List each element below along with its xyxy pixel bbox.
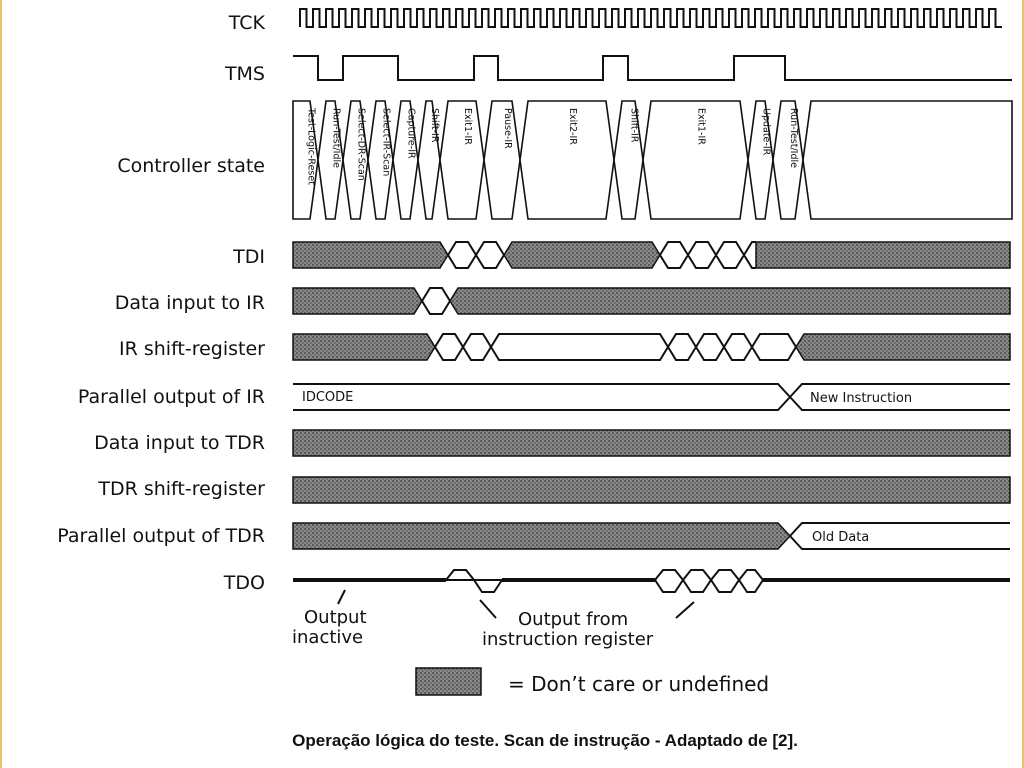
tdi-undefined-2 (503, 241, 661, 269)
ir-output-idcode: IDCODE (302, 390, 353, 405)
state-label: Pause-IR (502, 108, 513, 149)
label-data-input-ir: Data input to IR (115, 292, 265, 314)
ir-shift-undefined-1 (292, 333, 436, 361)
controller-state-bus: Test-Logic-Reset Run-Test/Idle Select-DR-S… (292, 100, 1013, 220)
state-label: Select-IR-Scan (381, 108, 392, 176)
label-tdo: TDO (223, 572, 265, 594)
tdi-undefined-3 (755, 241, 1011, 269)
label-tdi: TDI (232, 246, 265, 268)
tdo-annotations: Output inactive Output from instruction … (292, 589, 695, 650)
tdr-input-undefined (292, 429, 1011, 457)
state-label: Capture-IR (406, 108, 417, 159)
figure-caption: Operação lógica do teste. Scan de instru… (292, 731, 798, 750)
ir-output-new-instruction: New Instruction (810, 391, 912, 406)
label-ir-shift-register: IR shift-register (119, 338, 265, 360)
ir-input-undefined-1 (292, 287, 423, 315)
ir-output-bus (293, 383, 1010, 411)
ir-shift-bits-1 (434, 333, 669, 361)
tdi-bits-1 (447, 241, 505, 269)
state-label: Exit1-IR (696, 108, 707, 145)
note-output-inactive-1: Output (304, 607, 367, 628)
tdi-undefined-1 (292, 241, 449, 269)
label-parallel-output-tdr: Parallel output of TDR (57, 525, 265, 547)
label-controller-state: Controller state (117, 155, 265, 177)
pointer-output-from-left (479, 599, 497, 619)
state-label: Update-IR (761, 108, 772, 156)
tdr-shift-undefined (292, 476, 1011, 504)
state-label: Shift-IR (629, 108, 640, 143)
tdr-output-waveform: Old Data (292, 522, 1010, 550)
label-parallel-output-ir: Parallel output of IR (78, 386, 265, 408)
pointer-output-from-right (675, 601, 695, 619)
label-tck: TCK (228, 12, 266, 34)
legend: = Don’t care or undefined (415, 667, 769, 696)
state-cell (292, 100, 319, 220)
state-label: Run-Test/Idle (788, 108, 799, 168)
label-tdr-shift-register: TDR shift-register (97, 478, 265, 500)
tdr-output-undefined (292, 522, 792, 550)
tdo-bits-1 (445, 569, 503, 593)
signal-labels: TCK TMS Controller state TDI Data input … (57, 12, 265, 594)
pointer-output-inactive (337, 589, 346, 605)
state-cell (642, 100, 749, 220)
note-output-inactive-2: inactive (292, 627, 363, 648)
ir-input-undefined-2 (449, 287, 1011, 315)
tdi-bits-2 (659, 241, 756, 269)
label-tms: TMS (224, 63, 265, 85)
state-label: Select-DR-Scan (356, 108, 367, 181)
tms-waveform (293, 55, 1012, 81)
state-cell (519, 100, 615, 220)
state-label: Exit2-IR (567, 108, 578, 145)
note-output-from-1: Output from (518, 609, 628, 630)
state-cell (483, 100, 521, 220)
state-label: Run-Test/Idle (331, 108, 342, 168)
ir-shift-bits-2 (667, 333, 797, 361)
state-cell (439, 100, 485, 220)
legend-text: = Don’t care or undefined (508, 672, 769, 696)
tdo-bits-2 (654, 569, 764, 593)
tdr-output-bus (789, 522, 1010, 550)
ir-output-waveform: IDCODE New Instruction (293, 383, 1010, 411)
tdi-waveform (292, 241, 1011, 269)
tdr-output-old-data: Old Data (812, 530, 869, 545)
ir-input-waveform (292, 287, 1011, 315)
tdo-waveform (293, 569, 1010, 593)
legend-swatch (415, 667, 482, 696)
ir-shift-undefined-2 (795, 333, 1011, 361)
state-cell (802, 100, 1013, 220)
tck-waveform (299, 8, 1002, 28)
state-label: Shift-IR (429, 108, 440, 143)
ir-input-captured-bit (421, 287, 451, 315)
state-label: Exit1-IR (462, 108, 473, 145)
state-label: Test-Logic-Reset (306, 107, 317, 185)
note-output-from-2: instruction register (482, 629, 654, 650)
label-data-input-tdr: Data input to TDR (94, 432, 265, 454)
ir-shift-waveform (292, 333, 1011, 361)
